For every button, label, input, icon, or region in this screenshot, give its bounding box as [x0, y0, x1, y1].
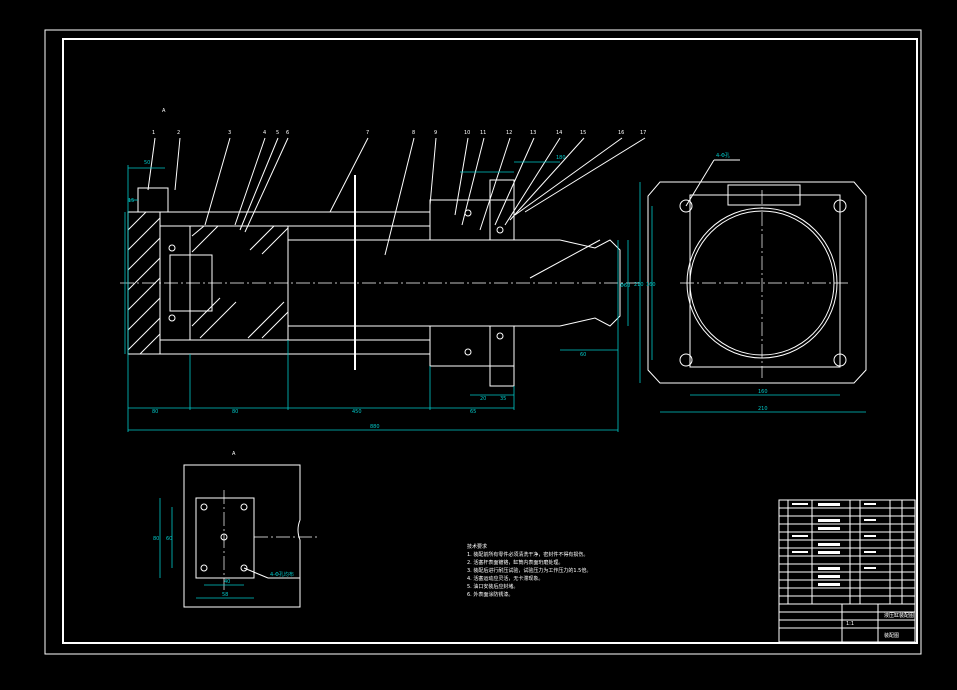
svg-text:58: 58 [222, 592, 228, 598]
dimension-texts: 80 80 450 65 880 20 35 60 50 15 180 Φ60 [128, 155, 630, 430]
note-1: 1. 装配前所有零件必须清洗干净，密封件不得有损伤。 [467, 551, 588, 558]
end-view: 4-Φ孔 160 210 160 210 [634, 152, 867, 413]
rod-guide-top [429, 199, 515, 241]
svg-text:210: 210 [634, 282, 644, 288]
svg-text:2: 2 [177, 130, 180, 136]
svg-text:14: 14 [556, 130, 562, 136]
svg-text:60: 60 [580, 352, 586, 358]
piston [189, 225, 289, 341]
svg-text:7: 7 [366, 130, 369, 136]
rod-end [559, 239, 621, 327]
svg-text:50: 50 [144, 160, 150, 166]
inner-frame [62, 38, 918, 644]
end-cap-top-lug [137, 187, 169, 213]
outer-frame [44, 29, 922, 655]
note-4: 4. 活塞运动应灵活，无卡滞现象。 [467, 575, 543, 582]
svg-text:3: 3 [228, 130, 231, 136]
end-view-plate [647, 181, 867, 384]
notes-title: 技术要求 [467, 543, 487, 550]
svg-text:15: 15 [580, 130, 586, 136]
detail-callout: 4-Φ孔均布 [270, 571, 294, 578]
svg-text:10: 10 [464, 130, 470, 136]
svg-text:4: 4 [263, 130, 266, 136]
svg-text:1: 1 [152, 130, 155, 136]
detail-label: A [232, 451, 236, 457]
svg-text:6: 6 [286, 130, 289, 136]
svg-text:11: 11 [480, 130, 486, 136]
title-block-title: 液压缸装配图 [884, 612, 914, 619]
piston-inner-bore [169, 254, 213, 312]
svg-text:15: 15 [128, 198, 134, 204]
svg-text:17: 17 [640, 130, 646, 136]
end-cap-hatch [127, 211, 161, 355]
svg-text:20: 20 [480, 396, 486, 402]
overall-dimension-text: 880 [370, 424, 380, 430]
part-leaders [147, 137, 646, 279]
note-5: 5. 油口安装后应封堵。 [467, 583, 518, 590]
svg-text:9: 9 [434, 130, 437, 136]
svg-text:13: 13 [530, 130, 536, 136]
svg-text:80: 80 [153, 536, 159, 542]
svg-text:80: 80 [232, 409, 238, 415]
barrel-top-wall [159, 211, 431, 227]
end-view-callout: 4-Φ孔 [716, 152, 730, 159]
rod-guide-bottom [429, 325, 515, 367]
svg-text:160: 160 [758, 389, 768, 395]
note-3: 3. 装配后进行耐压试验，试验压力为工作压力的1.5倍。 [467, 567, 591, 574]
svg-text:35: 35 [500, 396, 506, 402]
svg-text:65: 65 [470, 409, 476, 415]
svg-text:Φ60: Φ60 [620, 283, 630, 289]
svg-text:12: 12 [506, 130, 512, 136]
svg-text:180: 180 [556, 155, 566, 161]
front-flange-bottom [489, 325, 515, 387]
svg-text:450: 450 [352, 409, 362, 415]
svg-text:60: 60 [166, 536, 172, 542]
title-block-subtitle: 装配图 [884, 632, 899, 639]
barrel-bottom-wall [159, 339, 431, 355]
svg-text:40: 40 [224, 579, 230, 585]
dimension-lines [124, 161, 629, 432]
svg-text:5: 5 [276, 130, 279, 136]
note-6: 6. 外表面涂防锈漆。 [467, 591, 513, 598]
svg-text:80: 80 [152, 409, 158, 415]
svg-text:16: 16 [618, 130, 624, 136]
svg-text:8: 8 [412, 130, 415, 136]
seal-markers [168, 209, 504, 356]
view-label-top: A [162, 108, 166, 114]
note-2: 2. 活塞杆表面镀铬，缸筒内表面珩磨处理。 [467, 559, 563, 566]
detail-plate [183, 464, 301, 608]
title-block-scale: 1:1 [846, 621, 854, 627]
svg-text:210: 210 [758, 406, 768, 412]
piston-hatch [191, 225, 289, 339]
technical-notes: 技术要求 1. 装配前所有零件必须清洗干净，密封件不得有损伤。 2. 活塞杆表面… [467, 543, 591, 598]
title-block: 液压缸装配图 装配图 1:1 [778, 499, 916, 643]
svg-text:160: 160 [646, 282, 656, 288]
detail-view-a: A 4-Φ孔均布 80 60 40 58 [153, 451, 318, 608]
cylinder-section-view: 80 80 450 65 880 20 35 60 50 15 180 Φ60 … [120, 108, 646, 432]
part-number-labels: 1 2 3 4 5 6 7 8 9 10 11 12 13 14 15 16 1… [152, 108, 646, 136]
